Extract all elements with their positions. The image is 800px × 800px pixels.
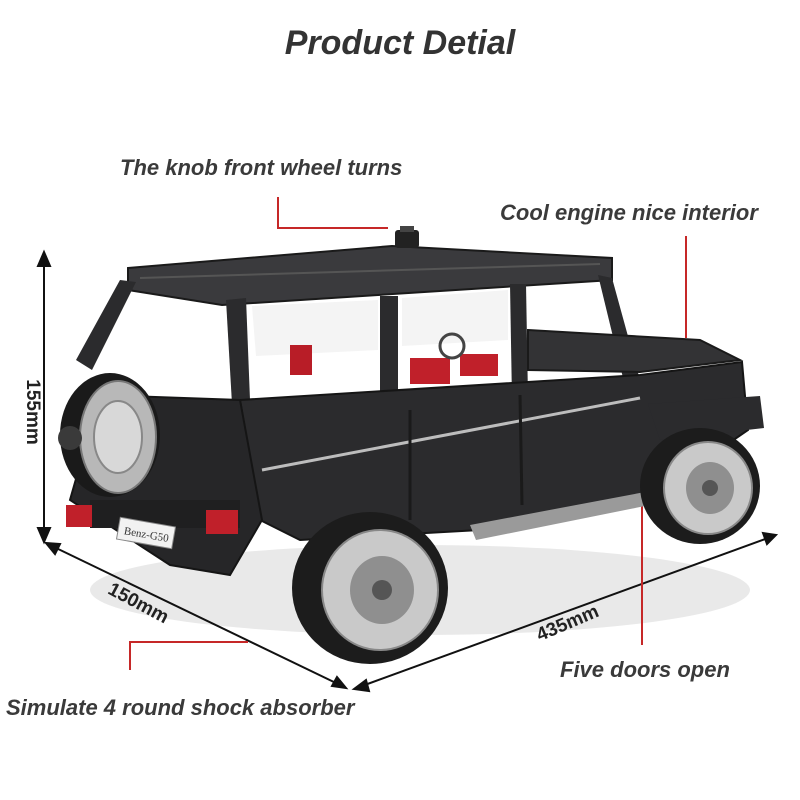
- callout-shock-absorber: Simulate 4 round shock absorber: [6, 695, 355, 720]
- height-dimension-arrow: [36, 249, 52, 545]
- length-dimension-arrow: [351, 531, 779, 693]
- front-wheel: [640, 428, 760, 544]
- callout-five-doors: Five doors open: [560, 657, 730, 682]
- page-title: Product Detial: [284, 24, 516, 62]
- callout-knob-front-wheel: The knob front wheel turns: [120, 155, 403, 180]
- height-dimension-label: 155mm: [22, 379, 43, 445]
- vehicle: Benz-G50: [58, 226, 764, 664]
- callout-engine-interior: Cool engine nice interior: [500, 200, 758, 225]
- width-dimension-arrow: [43, 541, 349, 690]
- rear-wheel: [292, 512, 448, 664]
